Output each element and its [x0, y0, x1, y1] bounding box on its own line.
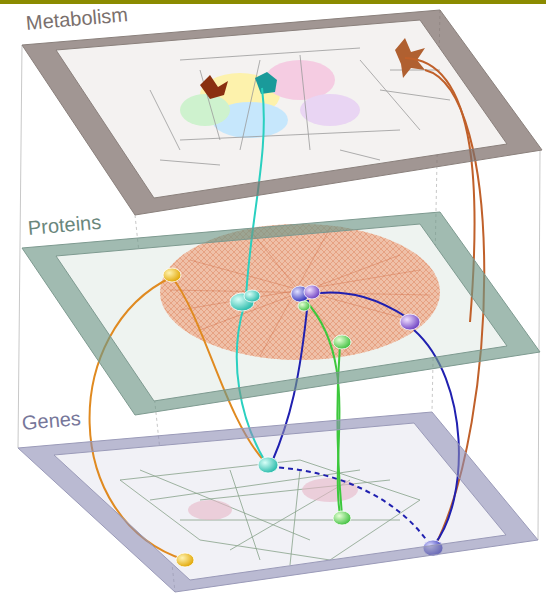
layer-label: Genes	[21, 407, 82, 435]
plane-frame	[0, 0, 546, 222]
plane-frame	[0, 400, 546, 596]
layer-label: Proteins	[27, 211, 102, 240]
layer-label: Metabolism	[25, 3, 129, 35]
layer-plane: Genes	[0, 400, 546, 596]
layer-plane: Proteins	[0, 205, 546, 420]
layer-plane: Metabolism	[0, 0, 546, 222]
plane-frame	[0, 205, 546, 420]
